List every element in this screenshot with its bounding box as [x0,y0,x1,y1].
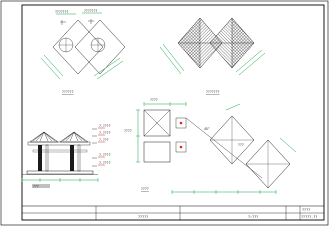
foundation-angle: 45° [204,127,210,131]
foundation-title: ???? [141,187,149,191]
cad-drawing-sheet: ??????? ??????? ?????? ??????? [0,0,329,226]
foundation-dim-top: ???? [150,98,158,102]
roof-plan-title: ??????? [206,90,220,94]
elevation-title: ??? [33,184,39,188]
foundation-note: ??? [238,143,244,147]
foundation-view: ???? ???? 45° ??? ???? [124,98,297,194]
foundation-dim-left: ???? [124,129,132,133]
title-block-scale: ?:??? [248,215,258,219]
elevation-mark-1: ?.???? [99,124,111,128]
callout-plan-top-right: ??????? [84,9,98,13]
callout-plan-top-left: ??????? [55,10,69,14]
elevation-mark-2: ?.???? [99,131,111,135]
drawing-frame [21,4,325,221]
title-block-drawing-name: ????? [138,215,148,219]
roof-plan-view: ??????? [159,17,266,94]
title-block-sheet-label: ???? [302,208,310,212]
elevation-mark-3: ?.??? [99,138,109,142]
title-block: ???? ????? ?:??? ?????-?? [22,205,324,220]
plan-view: ??????? ??????? ?????? [40,9,126,94]
title-block-drawing-no: ?????-?? [301,215,317,219]
elevation-view: ?.???? ?.???? ?.??? ?.???? ?.???? ??? [21,124,111,188]
plan-view-title: ?????? [62,90,74,94]
elevation-mark-5: ?.???? [99,161,111,165]
elevation-mark-4: ?.???? [99,153,111,157]
sheet-border [0,0,329,226]
